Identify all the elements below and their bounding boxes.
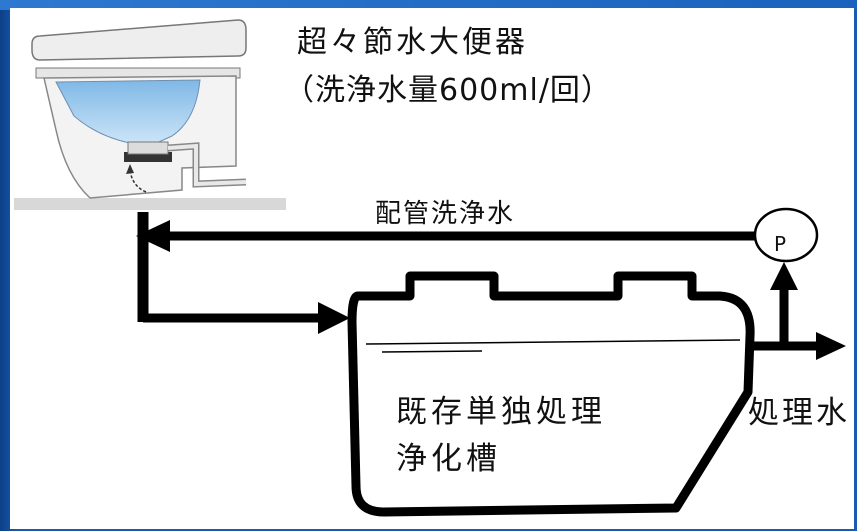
pump-circle	[753, 207, 819, 263]
pipe-to-tank-arrowhead	[318, 302, 350, 334]
outlet-label: 処理水	[748, 395, 850, 431]
tank-outline	[347, 271, 755, 517]
toilet-title: 超々節水大便器	[297, 25, 528, 60]
outlet-pipe	[748, 332, 846, 360]
toilet-illustration	[14, 19, 286, 210]
floor	[14, 198, 286, 210]
pump-riser	[770, 262, 798, 346]
outlet-arrowhead	[816, 332, 846, 360]
pump	[753, 207, 819, 263]
toilet-supply-pipe-inner	[167, 143, 247, 187]
pump-label: P	[774, 232, 787, 256]
septic-tank	[347, 271, 755, 517]
toilet-outlet-pipe	[127, 141, 169, 155]
pipe-flush-line	[136, 212, 760, 334]
tank-label-line1: 既存単独処理	[396, 394, 606, 430]
tank-water-line	[365, 339, 741, 345]
pipe-flush-arrowhead	[136, 220, 170, 252]
tank-water-mark	[381, 350, 483, 353]
toilet-subtitle: （洗浄水量600ml/回）	[284, 73, 612, 108]
slide-top-strip	[0, 0, 857, 10]
toilet-lid	[31, 19, 247, 61]
toilet-outlet-flange	[124, 152, 172, 162]
pump-riser-arrowhead	[770, 262, 798, 290]
tank-label-line2: 浄化槽	[396, 441, 501, 477]
flush-curve-arrowhead	[126, 164, 134, 174]
pipe-flush-label: 配管洗浄水	[375, 199, 516, 229]
